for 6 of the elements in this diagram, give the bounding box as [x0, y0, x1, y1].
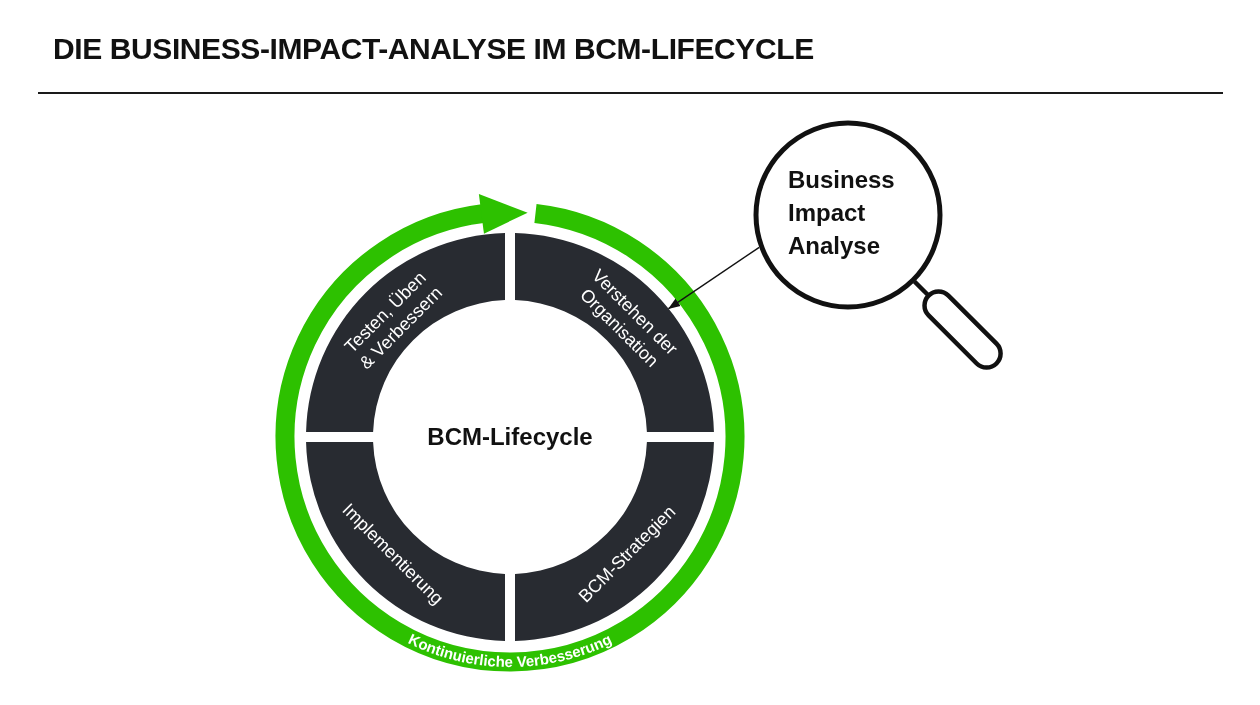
- lens-label: Business Impact Analyse: [788, 165, 896, 261]
- center-label: BCM-Lifecycle: [427, 423, 593, 451]
- arrow: [667, 246, 760, 310]
- magnifying-glass: [753, 120, 1004, 371]
- page-title: DIE BUSINESS-IMPACT-ANALYSE IM BCM-LIFECYCLE: [53, 33, 814, 65]
- circular-arrow: [275, 191, 745, 672]
